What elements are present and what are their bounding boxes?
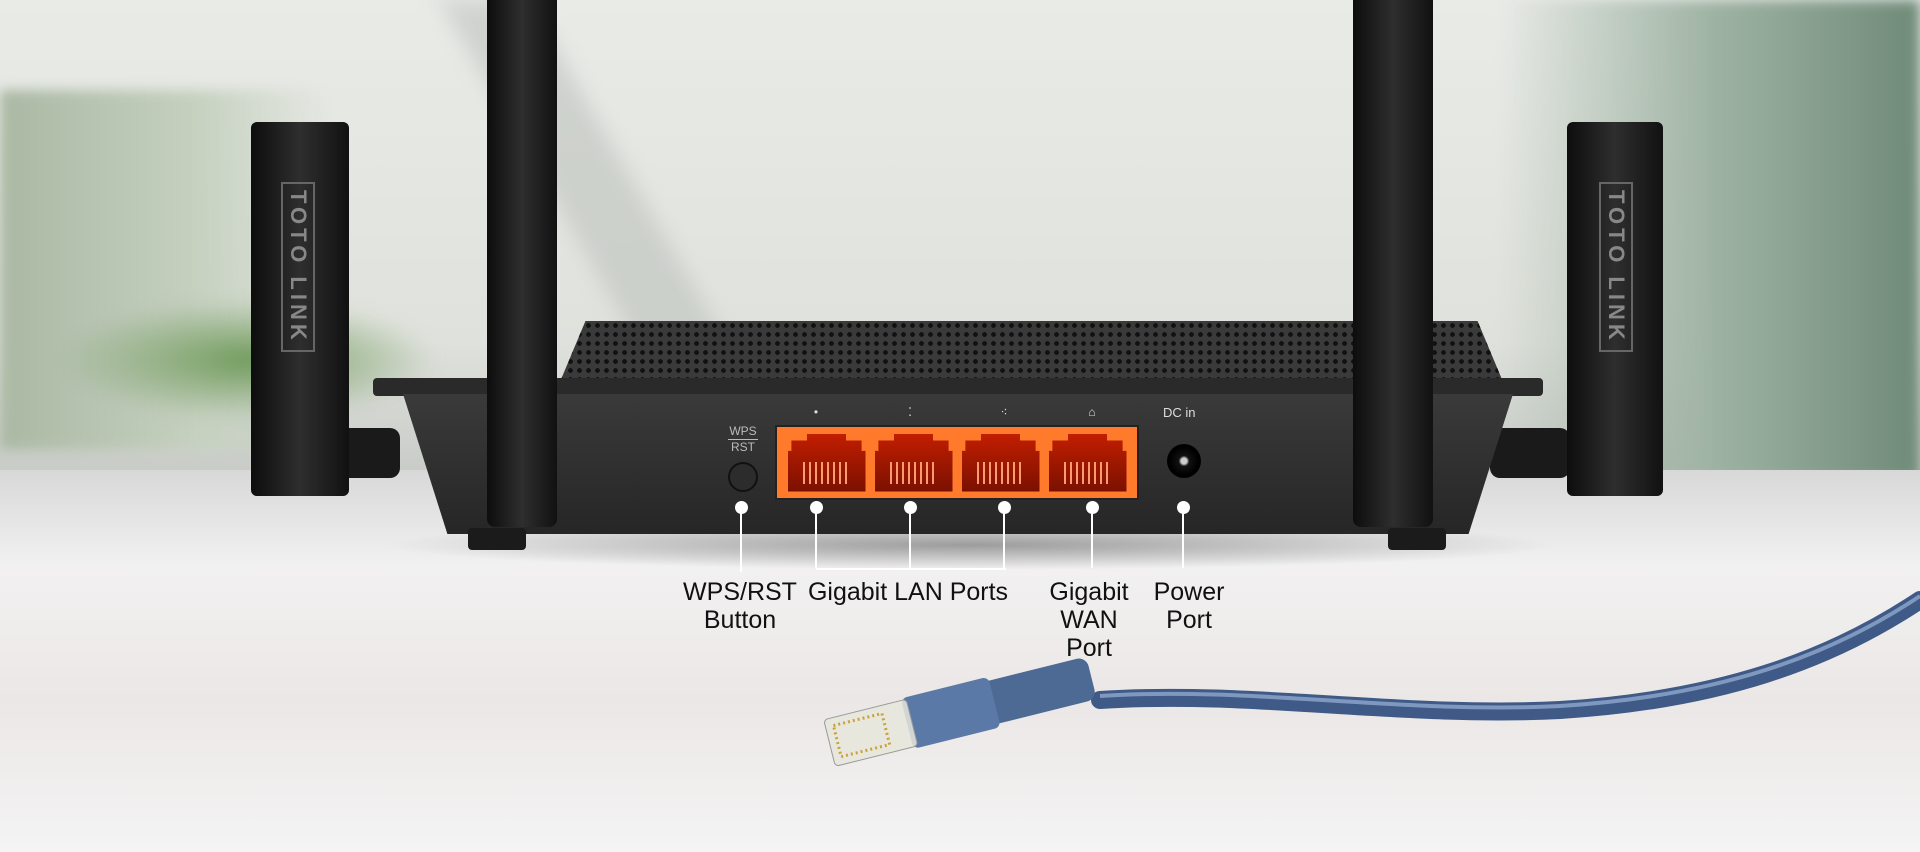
wps-marking: WPS RST: [728, 424, 758, 454]
router-foot: [1388, 528, 1446, 550]
antenna-inner-right: [1353, 0, 1433, 527]
callout-line: [1091, 510, 1093, 568]
lan-port-mark-1: •: [813, 405, 819, 419]
callout-dot: [735, 501, 748, 514]
wps-rst-button[interactable]: [728, 462, 758, 492]
callout-line: [909, 510, 911, 568]
brand-logo-right: TOTO LINK: [1599, 182, 1633, 352]
router-top-grille: [557, 321, 1506, 389]
power-port[interactable]: [1167, 444, 1201, 478]
callout-line: [1003, 510, 1005, 568]
callout-dot: [998, 501, 1011, 514]
callout-dot: [904, 501, 917, 514]
wan-port[interactable]: [1048, 433, 1127, 492]
antenna-outer-left: TOTO LINK: [251, 122, 349, 496]
cable-wire-highlight: [1099, 594, 1920, 710]
lan-port-1[interactable]: [787, 433, 866, 492]
callout-line: [815, 510, 817, 568]
callout-line: [740, 510, 742, 572]
router-foot: [468, 528, 526, 550]
antenna-hinge-right: [1490, 428, 1570, 478]
background-plant: [60, 300, 440, 420]
antenna-outer-right: TOTO LINK: [1567, 122, 1663, 496]
cable-boot: [981, 658, 1095, 724]
dc-in-marking: DC in: [1163, 405, 1196, 420]
label-gigabit-lan-ports: Gigabit LAN Ports: [807, 578, 1009, 606]
connector-plug: [824, 699, 918, 766]
lan-port-3[interactable]: [961, 433, 1040, 492]
brand-logo-left: TOTO LINK: [281, 182, 315, 352]
rj45-connector: [824, 658, 1095, 766]
wan-port-mark: ⌂: [1088, 405, 1096, 419]
port-panel: [775, 425, 1139, 500]
lan-port-2[interactable]: [874, 433, 953, 492]
lan-port-mark-3: ⁖: [1000, 405, 1008, 419]
cable-wire: [1091, 591, 1920, 721]
antenna-inner-left: [487, 0, 557, 527]
callout-dot: [810, 501, 823, 514]
callout-line: [1182, 510, 1184, 568]
connector-body: [902, 677, 1000, 748]
router-lid: [373, 378, 1543, 396]
lan-bracket: [816, 568, 1006, 570]
callout-dot: [1177, 501, 1190, 514]
callout-dot: [1086, 501, 1099, 514]
lan-port-mark-2: ⁚: [908, 405, 912, 419]
